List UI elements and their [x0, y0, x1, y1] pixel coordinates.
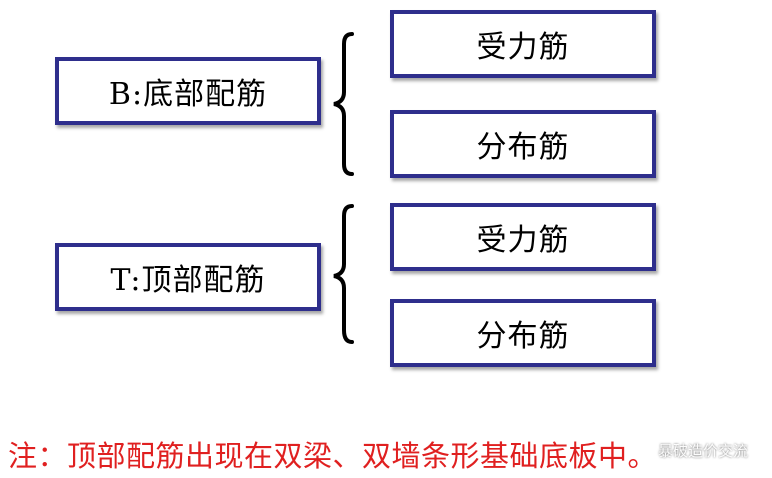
bottom-distribution-rebar-box: 分布筋: [390, 110, 656, 178]
top-distribution-rebar-box: 分布筋: [390, 299, 656, 367]
footnote: 注：顶部配筋出现在双梁、双墙条形基础底板中。: [8, 439, 658, 473]
bottom-distribution-rebar-label: 分布筋: [476, 130, 570, 165]
bottom-reinforcement-box: B:底部配筋: [55, 57, 321, 125]
bottom-reinforcement-label: B:底部配筋: [108, 77, 268, 112]
watermark-text: 暴破造价交流: [657, 442, 748, 460]
top-main-rebar-box: 受力筋: [390, 203, 656, 271]
bottom-group-brace: [333, 32, 354, 176]
top-reinforcement-label: T:顶部配筋: [110, 263, 266, 298]
watermark: 暴破造价交流: [637, 440, 748, 461]
top-reinforcement-box: T:顶部配筋: [55, 243, 321, 311]
bottom-main-rebar-box: 受力筋: [390, 10, 656, 78]
top-distribution-rebar-label: 分布筋: [476, 319, 570, 354]
wechat-icon: [637, 444, 654, 457]
top-group-brace: [333, 204, 354, 344]
top-main-rebar-label: 受力筋: [476, 223, 570, 258]
bottom-main-rebar-label: 受力筋: [476, 30, 570, 65]
